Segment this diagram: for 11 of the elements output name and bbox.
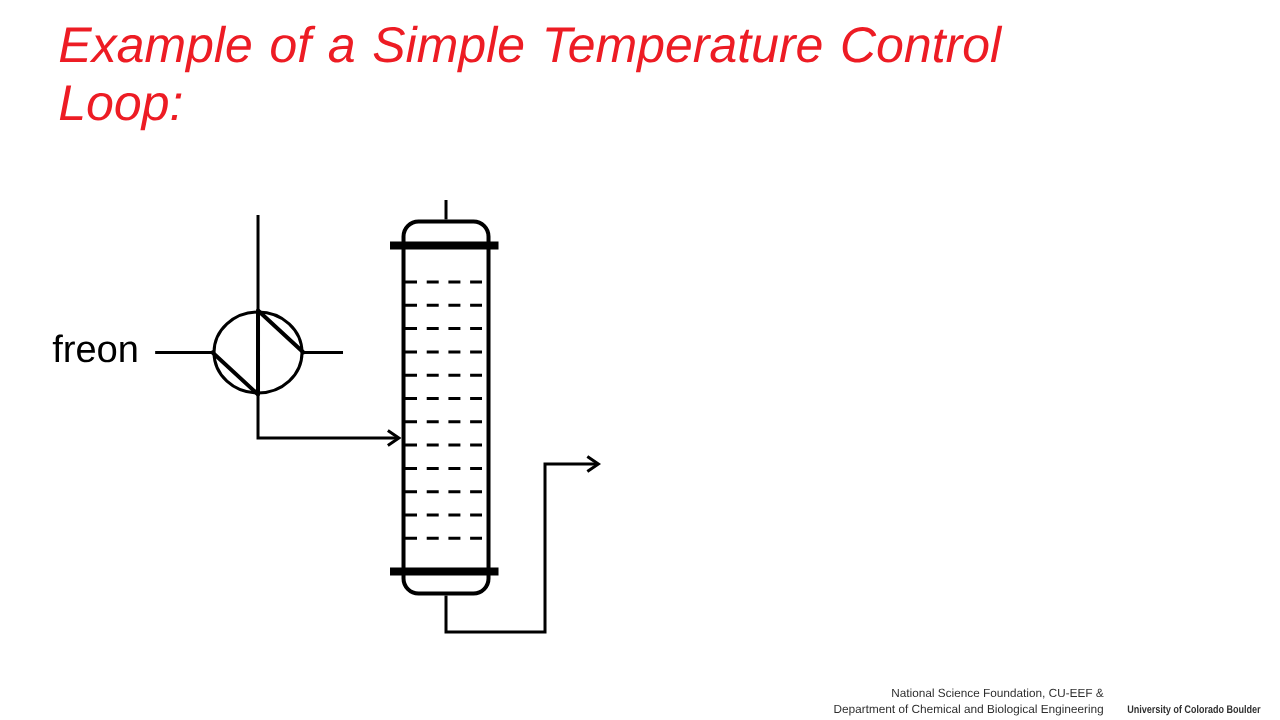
pipe-line — [155, 351, 213, 354]
pipe-line — [303, 351, 343, 354]
title: Example of a Simple Temperature Control Loop: — [59, 25, 1003, 131]
university-name: University of Colorado Boulder — [1127, 705, 1261, 716]
stream-label: freon — [52, 334, 137, 363]
heat-exchanger-symbol — [210, 308, 306, 397]
pipe-line — [444, 200, 448, 220]
credit-text: National Science Foundation, CU-EEF & Department of Chemical and Biological Engineering — [834, 688, 1104, 716]
flow-arrow — [444, 455, 601, 634]
flow-arrow — [256, 394, 402, 447]
pipe-line — [256, 215, 260, 311]
